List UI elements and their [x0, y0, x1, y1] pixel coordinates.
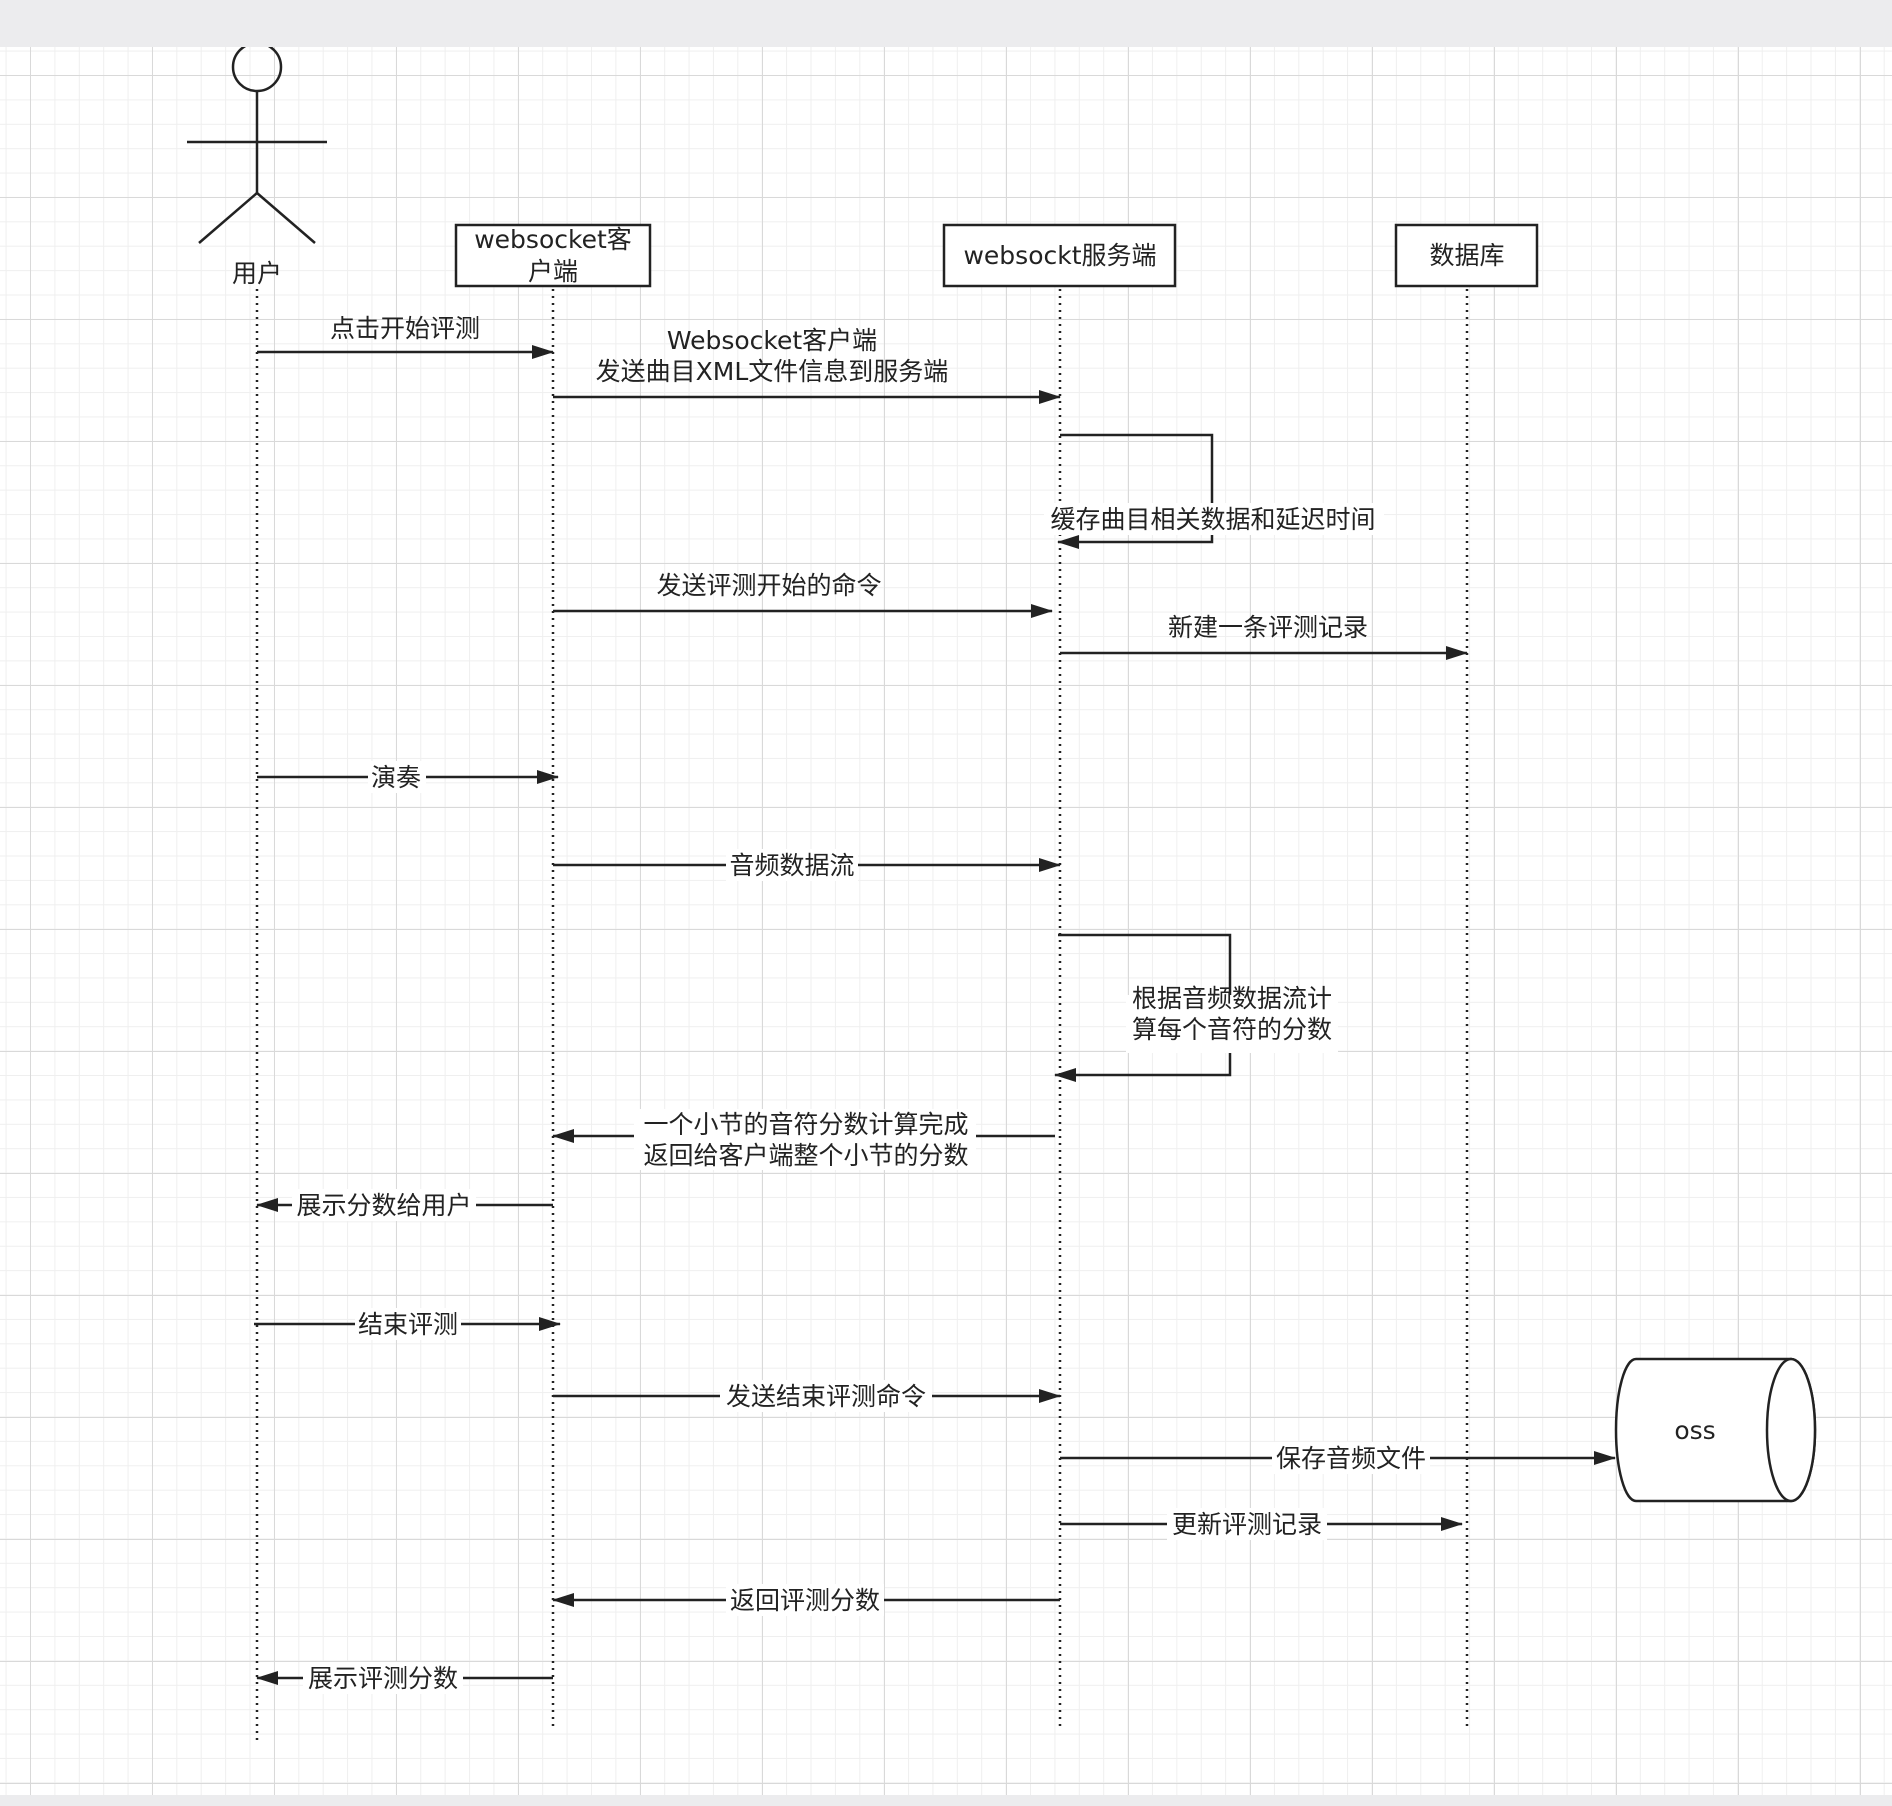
- msg-save-audio-label: 保存音频文件: [1276, 1444, 1426, 1473]
- msg-show-score-user-label: 展示分数给用户: [296, 1191, 471, 1220]
- client-participant-label-line2: 户端: [528, 257, 578, 286]
- msg-send-end-cmd-label: 发送结束评测命令: [726, 1382, 926, 1411]
- oss-label: oss: [1674, 1416, 1715, 1445]
- msg-send-xml-label-line1: Websocket客户端: [667, 326, 877, 355]
- msg-send-xml-label-line2: 发送曲目XML文件信息到服务端: [596, 357, 949, 386]
- msg-update-record-label: 更新评测记录: [1172, 1510, 1322, 1539]
- database-participant-label: 数据库: [1429, 241, 1504, 270]
- database-participant-box[interactable]: [1394, 223, 1539, 288]
- msg-send-start-cmd-label: 发送评测开始的命令: [656, 571, 881, 600]
- server-participant-box[interactable]: [942, 223, 1177, 288]
- oss-storage[interactable]: [1614, 1357, 1817, 1503]
- diagram-canvas: 用户 websocket客 户端 websockt服务端 数据库 oss: [0, 41, 1892, 1795]
- oss-cylinder-cap: [1765, 1357, 1817, 1503]
- msg-play-label: 演奏: [371, 763, 421, 792]
- actor-right-leg: [256, 192, 316, 244]
- msg-show-eval-score-label: 展示评测分数: [308, 1664, 458, 1693]
- actor-left-leg: [198, 192, 258, 244]
- user-actor[interactable]: [187, 41, 327, 244]
- actor-label: 用户: [232, 259, 282, 288]
- actor-head: [231, 41, 283, 93]
- msg-new-record-label: 新建一条评测记录: [1168, 613, 1368, 642]
- msg-measure-done-label-line2: 返回给客户端整个小节的分数: [643, 1141, 968, 1170]
- client-participant-label-line1: websocket客: [474, 225, 632, 254]
- msg-calc-label-line2: 算每个音符的分数: [1132, 1015, 1332, 1044]
- server-participant-label: websockt服务端: [963, 241, 1156, 270]
- msg-cache-self-arrow: [1057, 433, 1214, 549]
- msg-return-score-label: 返回评测分数: [730, 1586, 880, 1615]
- msg-cache-label: 缓存曲目相关数据和延迟时间: [1050, 505, 1375, 534]
- msg-calc-label-line1: 根据音频数据流计: [1132, 984, 1332, 1013]
- msg-audio-stream-label: 音频数据流: [729, 851, 854, 880]
- sequence-diagram: 用户 websocket客 户端 websockt服务端 数据库 oss: [187, 41, 1817, 1742]
- msg-end-eval-label: 结束评测: [358, 1310, 458, 1339]
- msg-start-eval-label: 点击开始评测: [330, 314, 480, 343]
- msg-measure-done-label-line1: 一个小节的音符分数计算完成: [643, 1110, 968, 1139]
- client-participant-box[interactable]: [454, 223, 652, 288]
